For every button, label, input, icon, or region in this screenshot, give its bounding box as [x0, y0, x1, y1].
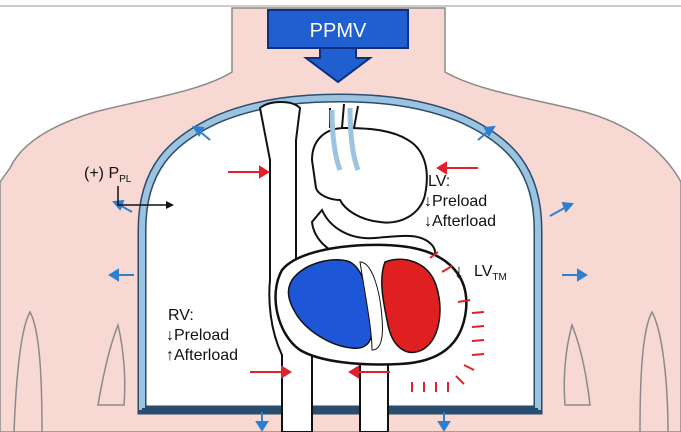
lvtm-main: LV: [474, 263, 493, 280]
ppmv-label: PPMV: [310, 20, 367, 42]
lv-preload: ↓Preload: [424, 193, 487, 210]
lvtm-arrow: ↓: [454, 261, 464, 283]
descending-aorta: [360, 355, 388, 432]
rv-afterload: ↑Afterload: [166, 347, 238, 364]
rv-preload: ↓Preload: [166, 327, 229, 344]
lv-afterload: ↓Afterload: [424, 213, 496, 230]
lvtm-subscript: TM: [492, 272, 506, 283]
ppl-prefix: (+) P: [84, 165, 119, 182]
lv-title: LV:: [428, 173, 450, 190]
rv-title: RV:: [168, 307, 194, 324]
ppl-subscript: PL: [119, 174, 132, 185]
